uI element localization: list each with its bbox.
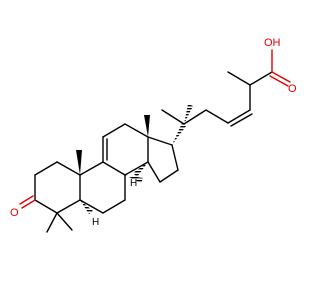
ring-b (79, 161, 126, 214)
bond (56, 199, 81, 214)
c20-methyl-bond (161, 109, 185, 125)
side-chain (161, 71, 273, 127)
bond (147, 161, 161, 183)
ring-a (34, 161, 81, 214)
hash-bond-c14-methyl (133, 162, 148, 177)
bond (227, 109, 251, 124)
hash-bond-c20 (184, 104, 193, 124)
methyl-bond (46, 212, 58, 233)
gem-dimethyl (46, 212, 73, 233)
bond (124, 123, 149, 138)
wedge-bond-c13-methyl (144, 115, 150, 137)
bond (205, 109, 229, 124)
hash-bond-c5-h (80, 200, 93, 214)
methyl-bond (227, 71, 251, 86)
carbonyl-double-bond (19, 195, 34, 205)
bond (34, 199, 58, 214)
double-bond (230, 113, 253, 127)
bond (34, 161, 58, 176)
carbonyl-oxygen-label: O (288, 83, 297, 95)
ring-c (102, 123, 149, 176)
ring-d (147, 136, 179, 183)
ketone-oxygen-label: O (10, 207, 19, 219)
hydroxyl-label: OH (264, 37, 281, 49)
bond (124, 161, 149, 176)
bond (102, 199, 126, 214)
ketone-group: O (10, 195, 36, 219)
hash-bond-c8 (125, 175, 143, 183)
bond (159, 169, 179, 183)
bond (79, 199, 104, 214)
bond (171, 144, 179, 171)
h-c14-label: H (130, 178, 137, 189)
hash-bond-c17-sidechain (172, 123, 186, 145)
bond (147, 136, 173, 146)
bond (183, 109, 207, 125)
wedge-bond-c10-methyl (76, 150, 82, 175)
molecule-structure: O H H OH O (10, 37, 297, 233)
carboxyl-group: OH O (264, 37, 297, 95)
structure-canvas: O H H OH O (10, 37, 297, 233)
bond (56, 161, 81, 176)
bond (79, 161, 104, 176)
bond (249, 71, 273, 86)
bond (102, 161, 126, 176)
h-c5-label: H (92, 217, 99, 228)
c-o-double-bond-2 (269, 75, 289, 87)
methyl-bond (56, 212, 73, 231)
bond (102, 123, 126, 138)
carbonyl-bond (21, 199, 36, 209)
c-o-double-bond (271, 71, 291, 83)
